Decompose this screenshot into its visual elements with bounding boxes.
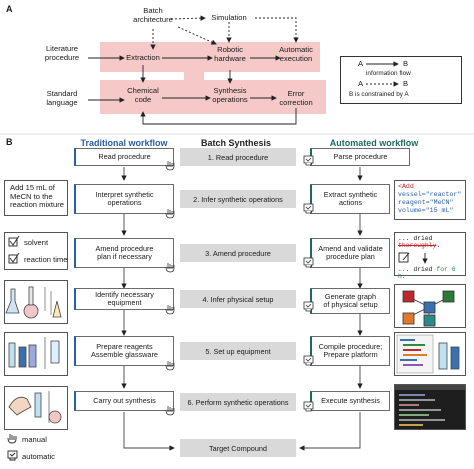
amend-insert: for 6 h [398, 265, 456, 281]
hand-pouring-icon [8, 391, 62, 424]
checklist-reaction-time: reaction time [24, 255, 68, 264]
left-text-snippet: Add 15 mL of MeCN to the reaction mixtur… [10, 183, 65, 210]
batch-step-4: 4. Infer physical setup [180, 290, 296, 308]
legend-a-2: A [358, 79, 364, 88]
code-line-1: <Add [398, 183, 414, 190]
auto-step-5: Compile procedure; Prepare platform [310, 336, 390, 366]
amend-suffix-1: . [436, 242, 441, 250]
reagents-illustration [4, 332, 68, 376]
trad-step-3: Amend procedure plan if necessary [74, 238, 174, 268]
terminal-icon [395, 385, 465, 426]
edit-pencil-icon [398, 252, 428, 264]
amend-suffix-2: . [401, 273, 406, 281]
reagent-bottles-icon [8, 337, 60, 369]
amend-prefix-1: ... dried [398, 235, 433, 242]
setup-graph-icon [402, 290, 455, 327]
node-automatic-execution: Automatic execution [279, 45, 313, 63]
simulation-label: Simulation [211, 13, 247, 22]
node-synthesis-operations: Synthesis operations [212, 86, 248, 104]
graph-illustration [394, 284, 466, 328]
batch-step-3: 3. Amend procedure [180, 244, 296, 262]
trad-step-2: Interpret synthetic operations [74, 184, 174, 214]
legend-flow-text: information flow [366, 70, 411, 77]
node-extraction: Extraction [126, 53, 160, 62]
trad-step-6: Carry out synthesis [74, 391, 174, 411]
trad-step-5: Prepare reagents Assemble glassware [74, 336, 174, 366]
code-line-2: vessel="reactor" [398, 190, 462, 198]
auto-step-6: Execute synthesis [310, 391, 390, 411]
auto-step-2: Extract synthetic actions [310, 184, 390, 214]
panel-a-label: A [6, 4, 13, 14]
legend-automatic: automatic [22, 452, 55, 461]
compiled-code-icon [396, 334, 460, 374]
compile-illustration [394, 332, 466, 376]
target-compound: Target Compound [180, 439, 296, 457]
batch-step-2: 2. Infer synthetic operations [180, 190, 296, 208]
panel-b-label: B [6, 137, 13, 147]
auto-step-3: Amend and validate procedure plan [310, 238, 390, 268]
auto-step-4: Generate graph of physical setup [310, 288, 390, 314]
amend-prefix-2: ... dried [398, 265, 437, 273]
node-chemical-code: Chemical code [127, 86, 159, 104]
code-amend-block: ... dried thoroughly. ... dried for 6 h. [394, 232, 466, 280]
header-traditional: Traditional workflow [80, 138, 168, 148]
node-robotic-hardware: Robotic hardware [214, 45, 246, 63]
panel-a-legend [340, 56, 462, 104]
automatic-legend-icon [7, 450, 18, 461]
legend-manual: manual [22, 435, 47, 444]
pink-region-bottom [100, 80, 326, 114]
legend-constrained-text: B is constrained by A [349, 91, 409, 98]
pink-connector [184, 72, 204, 80]
header-automated: Automated workflow [329, 138, 419, 148]
legend-b-2: B [403, 79, 409, 88]
text-snippet-box [4, 180, 68, 216]
flask-icon [5, 286, 62, 319]
literature-procedure-label: Literature procedure [44, 44, 80, 62]
legend-b-1: B [403, 59, 409, 68]
trad-step-1: Read procedure [74, 148, 174, 166]
standard-language-label: Standard language [46, 89, 78, 107]
checklist-solvent: solvent [24, 238, 49, 247]
batch-step-6: 6. Perform synthetic operations [180, 393, 296, 411]
code-line-3: reagent="MeCN" [398, 198, 454, 206]
batch-step-1: 1. Read procedure [180, 148, 296, 166]
checklist-box [4, 232, 68, 270]
batch-architecture-label: Batch architecture [133, 6, 173, 24]
code-line-4: volume="15 mL" [398, 206, 454, 214]
code-add-block: <Add vessel="reactor" reagent="MeCN" vol… [394, 180, 466, 220]
legend-a-1: A [358, 59, 364, 68]
terminal-illustration [394, 384, 466, 430]
header-batch: Batch Synthesis [200, 138, 272, 148]
manual-legend-icon [7, 434, 17, 444]
synthesis-illustration [4, 386, 68, 430]
amend-strike: thoroughly [398, 242, 437, 250]
glassware-illustration [4, 280, 68, 324]
node-error-correction: Error correction [279, 89, 313, 107]
batch-step-5: 5. Set up equipment [180, 342, 296, 360]
trad-step-4: Identify necessary equipment [74, 288, 174, 310]
